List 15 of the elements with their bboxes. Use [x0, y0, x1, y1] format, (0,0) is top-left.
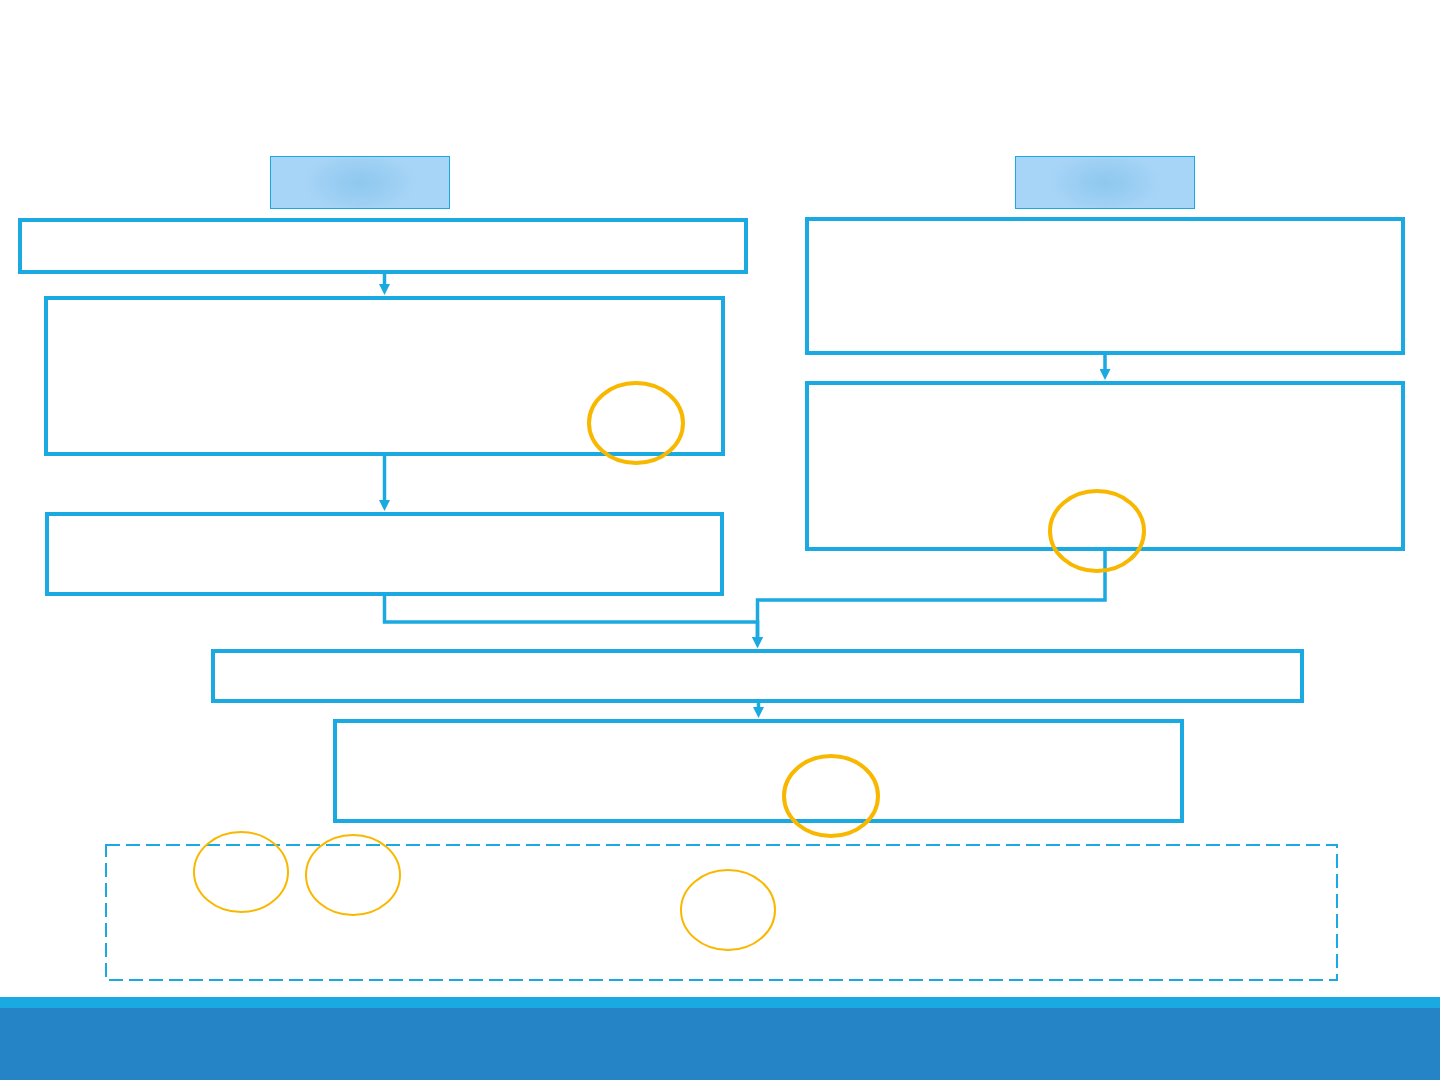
process-box — [805, 217, 1405, 355]
process-box — [805, 381, 1405, 551]
process-box — [211, 649, 1304, 703]
dashed-frame — [105, 844, 1338, 981]
header-box — [1015, 156, 1195, 209]
process-box — [45, 512, 724, 596]
process-box — [44, 296, 725, 456]
arrow — [752, 551, 1107, 649]
arrow — [753, 703, 764, 719]
arrow — [1099, 355, 1111, 381]
process-box — [333, 719, 1184, 823]
process-box — [18, 218, 748, 274]
arrow — [379, 456, 390, 512]
arrow — [379, 274, 390, 296]
header-box — [270, 156, 450, 209]
